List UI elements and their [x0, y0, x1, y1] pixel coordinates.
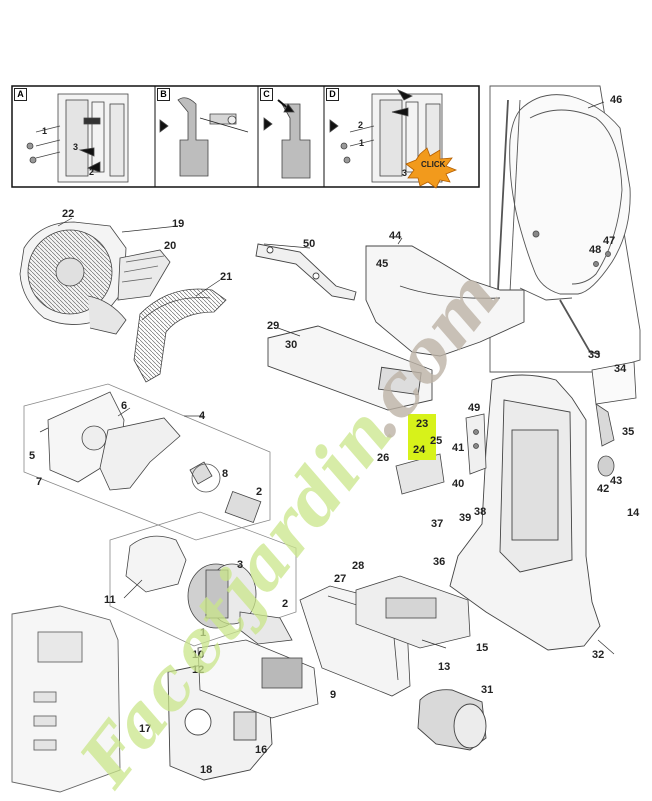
- callout-16: 16: [255, 744, 268, 756]
- callout-36: 36: [433, 556, 446, 568]
- callout-4: 4: [199, 410, 206, 422]
- callout-17: 17: [139, 723, 152, 735]
- callout-37: 37: [431, 518, 444, 530]
- callout-47: 47: [603, 235, 616, 247]
- plate-29: [267, 325, 433, 411]
- callout-6: 6: [121, 400, 128, 412]
- click-burst-icon: [405, 147, 458, 189]
- callout-32: 32: [592, 649, 605, 661]
- panel-d-step-2: 2: [358, 120, 364, 130]
- callout-44: 44: [389, 230, 402, 242]
- callout-49: 49: [468, 402, 481, 414]
- panel-d-step-3: 3: [402, 168, 408, 178]
- callout-8: 8: [222, 468, 229, 480]
- callout-13: 13: [438, 661, 451, 673]
- frame-assembly-46: [489, 85, 641, 373]
- callout-5: 5: [29, 450, 36, 462]
- callout-27: 27: [334, 573, 347, 585]
- callout-3: 3: [237, 559, 244, 571]
- click-label: CLICK: [421, 160, 446, 169]
- battery-pack: [11, 605, 121, 793]
- panel-b-drawing: [159, 97, 249, 177]
- callout-41: 41: [452, 442, 465, 454]
- panel-c-drawing: [263, 99, 311, 179]
- callout-12: 12: [192, 664, 205, 676]
- callout-19: 19: [172, 218, 185, 230]
- switch-assembly-26: [395, 453, 445, 495]
- callout-25: 25: [430, 435, 443, 447]
- callout-24: 24: [413, 444, 426, 456]
- callout-2-lower: 2: [282, 598, 289, 610]
- bracket-49: [465, 413, 487, 475]
- callout-34: 34: [614, 363, 627, 375]
- strap-50: [255, 243, 357, 301]
- callout-30: 30: [285, 339, 298, 351]
- callout-28: 28: [352, 560, 365, 572]
- assembly-inset: [11, 85, 480, 189]
- electronics-module-9: [197, 639, 319, 719]
- panel-a-step-3: 3: [73, 142, 79, 152]
- back-frame-32: [449, 374, 601, 651]
- callout-48: 48: [589, 244, 602, 256]
- housing-15: [355, 575, 471, 649]
- callout-15: 15: [476, 642, 489, 654]
- callout-22: 22: [62, 208, 75, 220]
- callout-35: 35: [622, 426, 635, 438]
- callout-50: 50: [303, 238, 316, 250]
- callout-29: 29: [267, 320, 280, 332]
- panel-a-step-2: 2: [89, 167, 95, 177]
- fan-assembly-4: [23, 383, 271, 541]
- leader-lines: [39, 101, 615, 655]
- callout-14: 14: [627, 507, 640, 519]
- callout-43: 43: [610, 475, 623, 487]
- callout-45: 45: [376, 258, 389, 270]
- callout-23: 23: [416, 418, 429, 430]
- callout-7: 7: [36, 476, 43, 488]
- callout-46: 46: [610, 94, 623, 106]
- motor-1: [109, 511, 297, 647]
- callout-10: 10: [192, 649, 205, 661]
- panel-a-label: A: [14, 88, 27, 101]
- panel-a-step-1: 1: [42, 126, 48, 136]
- hip-pad-44: [365, 245, 525, 357]
- highlight-23: [408, 414, 436, 438]
- callout-31: 31: [481, 684, 494, 696]
- filter-31: [417, 689, 487, 751]
- callout-40: 40: [452, 478, 465, 490]
- callout-1: 1: [200, 627, 207, 639]
- callout-26: 26: [377, 452, 390, 464]
- callout-39: 39: [459, 512, 472, 524]
- panel-d-label: D: [326, 88, 339, 101]
- grille-21: [133, 288, 227, 383]
- callout-21: 21: [220, 271, 233, 283]
- highlight-24: [408, 438, 436, 460]
- panel-b-label: B: [157, 88, 170, 101]
- callout-20: 20: [164, 240, 177, 252]
- callout-11: 11: [104, 594, 116, 606]
- panel-a-drawing: [26, 93, 129, 183]
- blower-housing-19: [19, 221, 171, 335]
- callout-38: 38: [474, 506, 487, 518]
- parts-33-35: [591, 361, 637, 477]
- callout-9: 9: [330, 689, 337, 701]
- callout-33: 33: [588, 349, 601, 361]
- callout-42: 42: [597, 483, 610, 495]
- callout-18: 18: [200, 764, 213, 776]
- panel-d-step-1: 1: [359, 138, 365, 148]
- callout-2-upper: 2: [256, 486, 263, 498]
- panel-c-label: C: [260, 88, 273, 101]
